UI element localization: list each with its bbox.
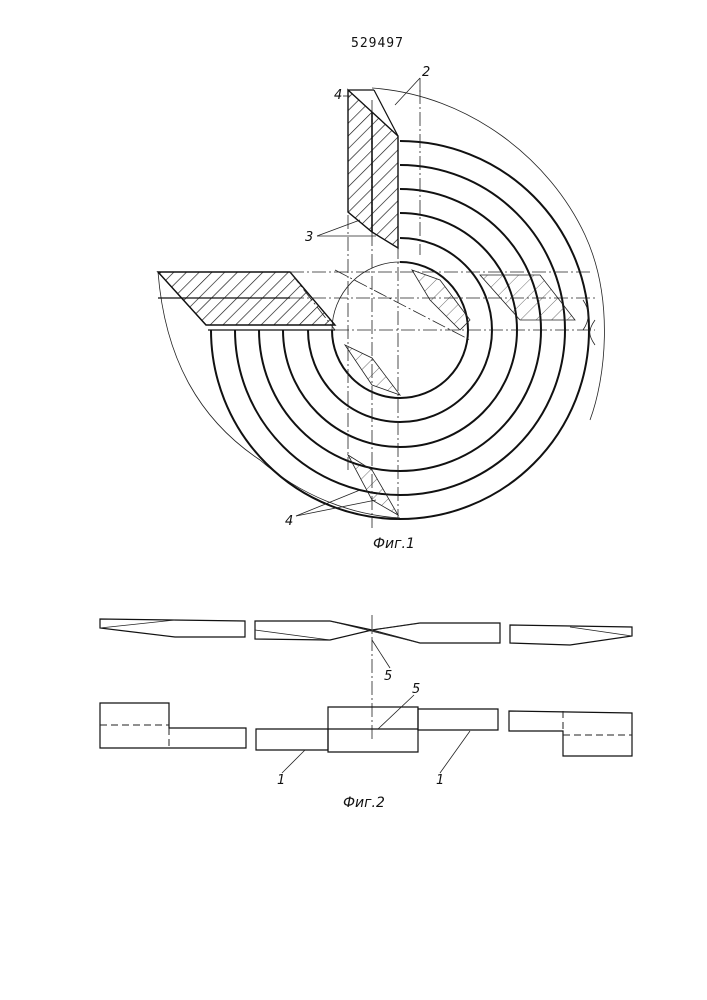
figure-1: 4 2 3 4 Фиг.1 — [158, 65, 604, 552]
fig1-caption: Фиг.1 — [373, 536, 415, 552]
upper-strip-3 — [372, 623, 500, 643]
figure-2: 5 5 1 1 Фиг.2 — [100, 615, 632, 811]
lower-piece-left — [100, 703, 246, 748]
fig2-label-5-upper: 5 — [384, 669, 392, 684]
fig2-label-1-left: 1 — [277, 773, 285, 788]
fig2-caption: Фиг.2 — [343, 795, 385, 811]
fig1-label-4-bottom: 4 — [285, 514, 293, 529]
upper-strip-4 — [510, 625, 632, 645]
fig2-label-1-right: 1 — [436, 773, 444, 788]
fig2-label-5-lower: 5 — [412, 682, 420, 697]
patent-number: 529497 — [351, 36, 404, 51]
fig1-label-4-top: 4 — [334, 88, 342, 103]
upper-strip-2 — [255, 621, 372, 640]
upper-strip-1 — [100, 619, 245, 637]
vertical-hatched-block-2 — [372, 112, 398, 248]
lower-piece-mid-left — [256, 729, 328, 750]
fig1-label-2: 2 — [422, 65, 430, 80]
vertical-hatched-block — [348, 90, 372, 232]
lower-piece-right — [509, 711, 632, 756]
fig1-label-3: 3 — [305, 230, 313, 245]
lower-piece-mid-right — [418, 709, 498, 730]
